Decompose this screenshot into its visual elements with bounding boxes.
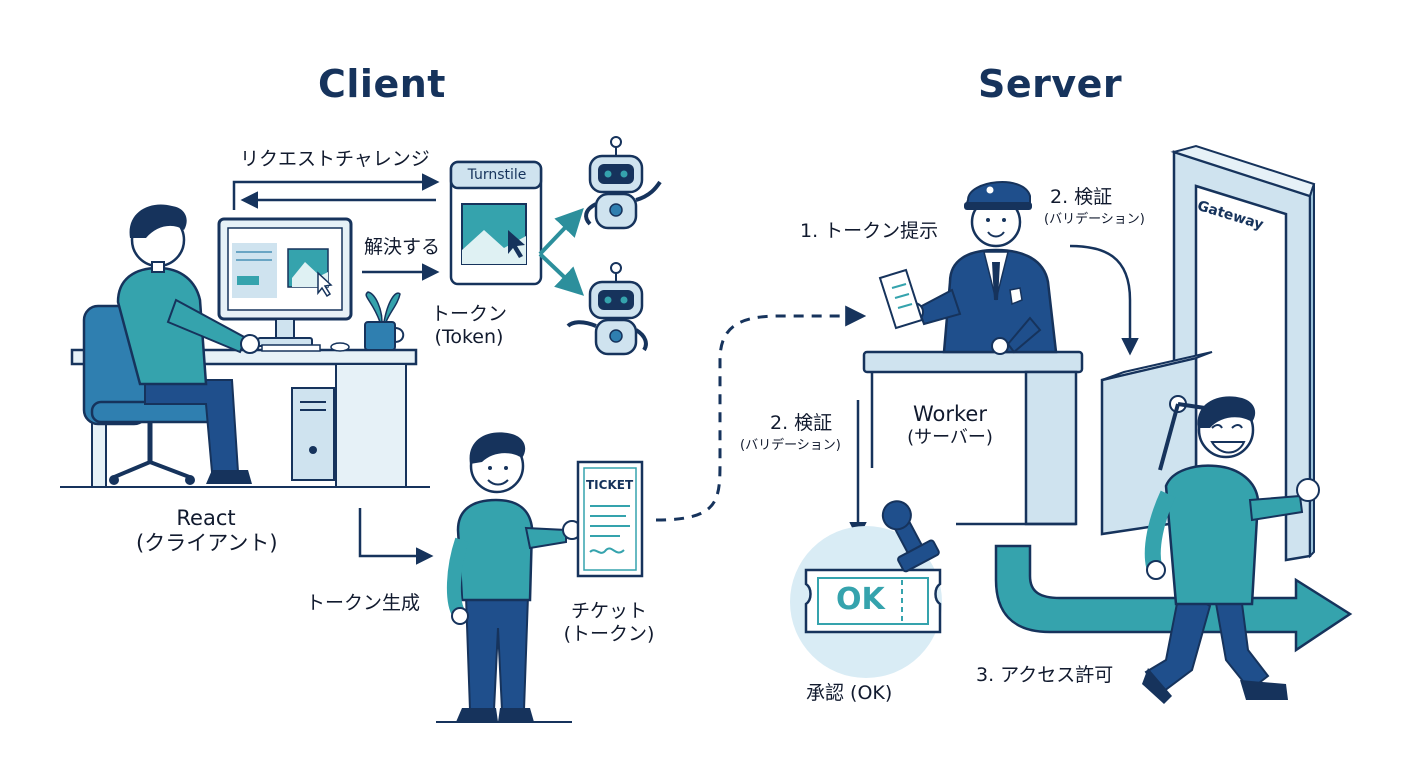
solve-label: 解決する: [364, 236, 441, 258]
worker-label-line1: Worker: [913, 402, 987, 426]
walking-person: [1142, 396, 1320, 704]
token-send-dashed-arrow: [655, 305, 867, 522]
react-label: React (クライアント): [136, 506, 278, 556]
turnstile-title: Turnstile: [467, 167, 527, 183]
robot-bottom: [566, 262, 648, 356]
verify-mid-label: 2. 検証: [770, 412, 833, 434]
ticket-label-line2: (トークン): [563, 622, 655, 645]
bot-check-arrows: [538, 207, 585, 296]
token-label-line2: (Token): [434, 325, 504, 348]
gateway-frame: [1170, 144, 1316, 562]
verify-top-sub: (バリデーション): [1044, 212, 1145, 227]
ticket-person: [436, 432, 582, 723]
token-generate-label: トークン生成: [306, 592, 421, 614]
plant-mug: [364, 291, 405, 351]
access-arrow: [994, 544, 1353, 653]
robot-top: [584, 136, 662, 230]
react-label-line2: (クライアント): [136, 531, 278, 556]
present-token-label: 1. トークン提示: [800, 220, 939, 242]
ticket-label-line1: チケット: [570, 600, 647, 622]
verify-gateway-arrow: [1069, 244, 1139, 356]
access-granted-label: 3. アクセス許可: [976, 664, 1114, 686]
worker-booth: [862, 350, 1084, 526]
token-generate-arrow: [358, 508, 434, 565]
ticket-card: [576, 460, 644, 578]
monitor: [217, 217, 353, 352]
ticket-label: チケット (トークン): [554, 600, 664, 646]
ticket-card-label: TICKET: [586, 478, 634, 492]
challenge-arrows: [232, 173, 440, 281]
request-challenge-label: リクエストチャレンジ: [240, 148, 430, 170]
client-heading: Client: [318, 62, 446, 106]
server-heading: Server: [978, 62, 1123, 106]
verify-mid-sub: (バリデーション): [740, 438, 841, 453]
react-label-line1: React: [176, 506, 236, 530]
worker-label: Worker (サーバー): [890, 402, 1010, 449]
turnstile-widget: [449, 160, 543, 286]
token-label: トークン (Token): [414, 303, 524, 349]
guard-person: [878, 181, 1058, 355]
token-label-line1: トークン: [430, 303, 507, 325]
approval-stamp: [790, 500, 942, 678]
worker-label-line2: (サーバー): [907, 427, 993, 449]
ok-stamp-text: OK: [836, 582, 885, 617]
approval-label: 承認 (OK): [806, 682, 893, 704]
verify-top-label: 2. 検証: [1050, 186, 1113, 208]
developer-person: [82, 204, 260, 485]
